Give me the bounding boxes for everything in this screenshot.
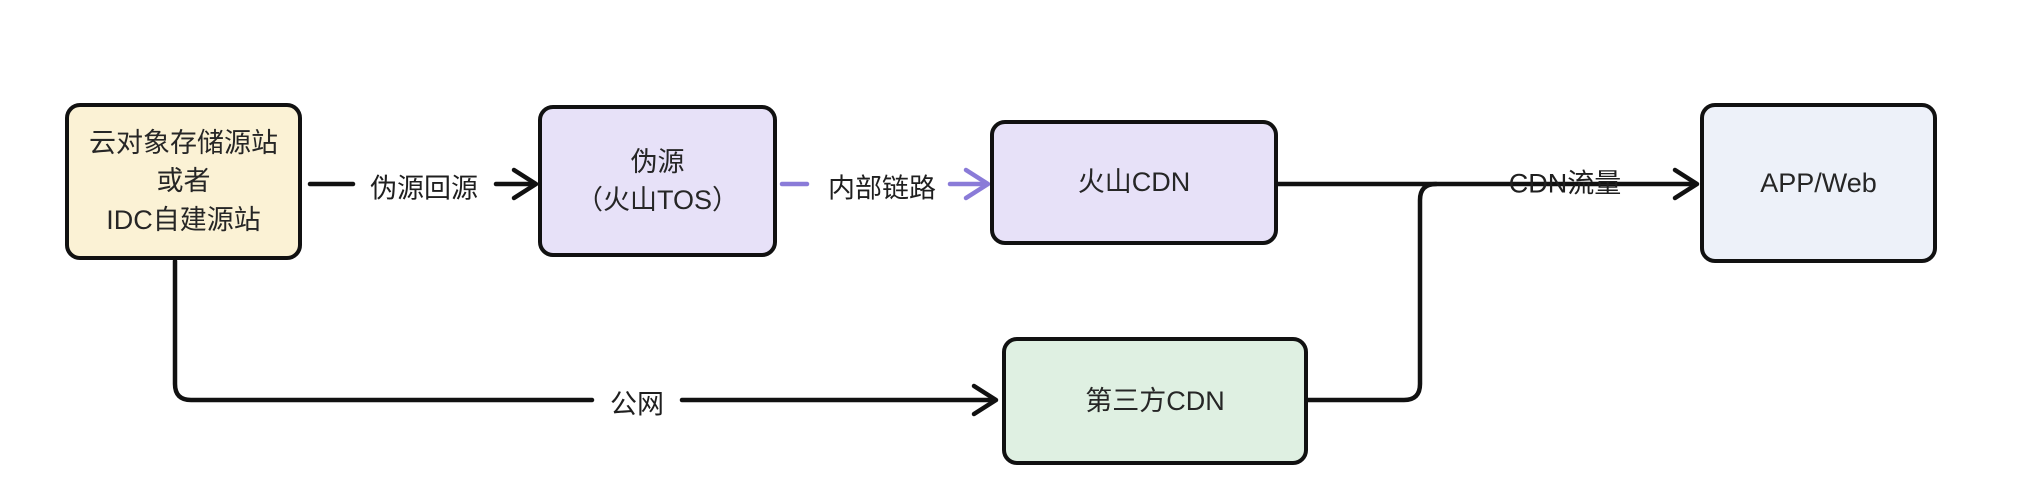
edge-cdn-traffic-arrowhead (1672, 167, 1700, 201)
node-origin-site: 云对象存储源站 或者 IDC自建源站 (65, 103, 302, 260)
edge-internal-link-arrowhead (963, 167, 991, 201)
edge-pseudo-origin-pull-arrowhead (511, 167, 539, 201)
edge-label-internal-link: 内部链路 (828, 173, 936, 204)
node-volcano-cdn: 火山CDN (990, 120, 1278, 245)
edge-label-pseudo-origin-pull: 伪源回源 (370, 173, 478, 204)
node-app-web: APP/Web (1700, 103, 1937, 263)
node-third-party-cdn: 第三方CDN (1002, 337, 1308, 465)
edge-public-network-arrowhead (971, 383, 999, 417)
node-pseudo-source-tos: 伪源 （火山TOS） (538, 105, 777, 257)
edge-label-cdn-traffic: CDN流量 (1508, 168, 1622, 199)
edge-third-party-merge-line (1305, 181, 1439, 403)
edge-public-network-line (172, 258, 595, 403)
edge-label-public-network: 公网 (610, 389, 664, 420)
